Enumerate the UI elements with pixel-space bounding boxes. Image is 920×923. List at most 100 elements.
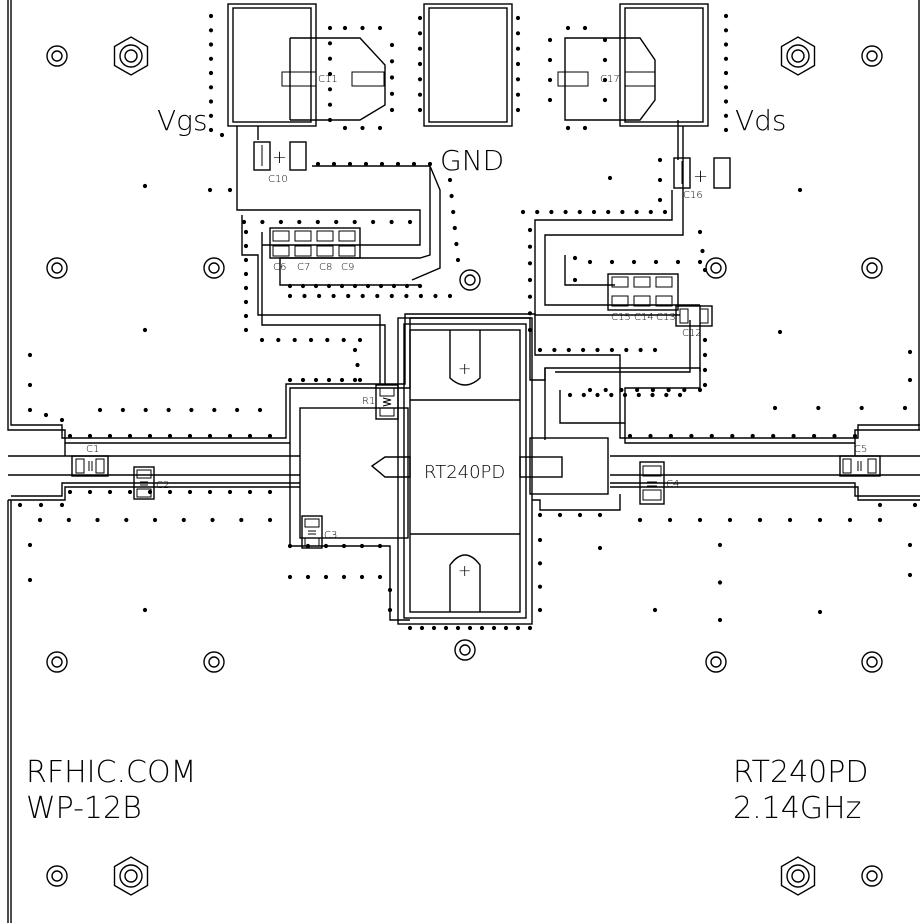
via (723, 127, 729, 133)
via (395, 161, 401, 167)
via (675, 259, 681, 265)
vgs-label: Vgs (157, 104, 208, 137)
via (278, 219, 283, 225)
via (365, 283, 371, 289)
via (267, 489, 273, 495)
mounting-hole (861, 45, 883, 67)
via (622, 392, 628, 398)
via (404, 293, 409, 299)
via (624, 347, 629, 353)
label-c10: C10 (268, 174, 288, 185)
via (341, 337, 346, 343)
via (527, 625, 533, 631)
via (352, 283, 358, 289)
via (417, 61, 423, 67)
via (777, 329, 783, 335)
via (59, 502, 65, 508)
via (17, 502, 23, 508)
via (557, 512, 563, 518)
via (572, 255, 578, 261)
via (723, 56, 729, 61)
via (387, 587, 393, 593)
via (339, 377, 345, 383)
via (287, 574, 293, 580)
via (549, 209, 554, 215)
via (342, 125, 348, 131)
capacitor-c5: C5 (839, 444, 881, 477)
via (313, 377, 319, 383)
via (565, 25, 571, 31)
via (609, 392, 614, 398)
via (357, 337, 363, 343)
via (407, 625, 413, 631)
via (167, 433, 173, 439)
via (636, 392, 641, 398)
via (360, 25, 365, 31)
ic-plus-bottom: + (458, 561, 471, 580)
via (313, 283, 319, 289)
mounting-hole (46, 257, 68, 279)
via (404, 283, 410, 289)
capacitor-c1: C1 (71, 444, 109, 477)
via (300, 283, 306, 289)
via (287, 377, 293, 383)
via (433, 293, 438, 299)
via (609, 347, 615, 353)
via (331, 293, 336, 299)
via (66, 517, 71, 523)
via (723, 85, 729, 90)
via (503, 625, 509, 631)
via (247, 433, 253, 439)
via (650, 392, 655, 398)
via (877, 517, 883, 523)
via (208, 42, 214, 47)
via (602, 97, 608, 103)
label-c2: C2 (156, 480, 169, 491)
via (587, 387, 593, 393)
via (377, 25, 383, 31)
via (697, 229, 703, 235)
via (697, 387, 703, 393)
via (389, 75, 395, 80)
via (527, 311, 533, 316)
via (267, 517, 273, 523)
via (346, 293, 351, 299)
via (371, 219, 376, 225)
via (166, 407, 171, 413)
mounting-hole (46, 651, 68, 673)
via (907, 572, 913, 578)
label-c4: C4 (666, 479, 679, 490)
via (243, 285, 249, 291)
via (305, 574, 311, 580)
via (360, 293, 365, 299)
via (515, 46, 521, 51)
via (417, 107, 423, 113)
via (572, 277, 578, 283)
via (771, 433, 776, 439)
via (377, 543, 383, 549)
via (387, 607, 393, 613)
via (653, 259, 659, 265)
via (219, 132, 225, 138)
via (207, 187, 213, 193)
via (292, 337, 297, 343)
via (515, 92, 521, 97)
via (602, 37, 608, 43)
via (877, 502, 883, 508)
via (537, 512, 543, 518)
capacitor-c12: C12 (675, 305, 713, 339)
via (210, 517, 215, 523)
via (537, 607, 543, 613)
via (635, 387, 640, 393)
via (95, 517, 100, 523)
via (352, 219, 357, 225)
via (317, 293, 322, 299)
capacitor-c10: + C10 (253, 141, 307, 185)
via (276, 337, 281, 343)
via (547, 77, 553, 83)
label-c15: C15 (611, 312, 631, 323)
via (327, 25, 333, 31)
via (697, 517, 703, 523)
via (241, 219, 247, 225)
